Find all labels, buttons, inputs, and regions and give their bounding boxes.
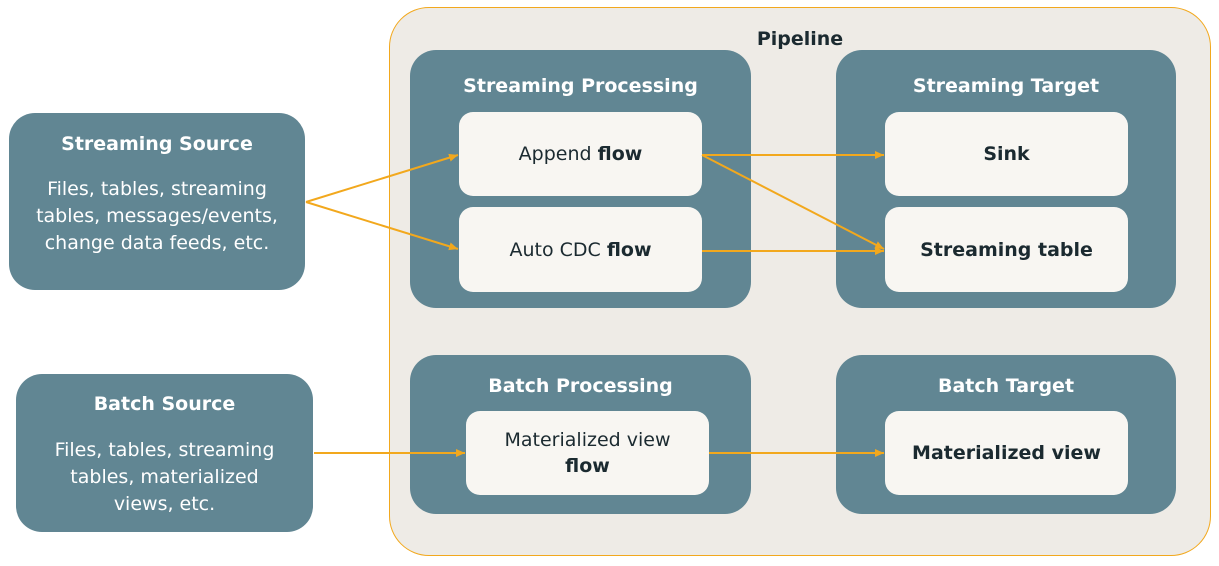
- streaming-source-line: Files, tables, streaming: [47, 178, 267, 200]
- streaming-processing-title: Streaming Processing: [463, 75, 698, 97]
- batch-source-box: Batch Source Files, tables, streaming ta…: [16, 374, 313, 532]
- streaming-source-box: Streaming Source Files, tables, streamin…: [9, 113, 305, 290]
- batch-processing-title: Batch Processing: [488, 375, 673, 397]
- auto-cdc-flow-label: Auto CDC flow: [509, 238, 652, 261]
- batch-source-title: Batch Source: [93, 393, 236, 415]
- batch-target-box: Batch Target Materialized view: [836, 355, 1176, 514]
- batch-target-title: Batch Target: [937, 375, 1075, 397]
- batch-source-line: views, etc.: [113, 493, 216, 515]
- streaming-source-title: Streaming Source: [61, 133, 253, 155]
- batch-source-description: Files, tables, streaming tables, materia…: [16, 437, 313, 518]
- streaming-source-description: Files, tables, streaming tables, message…: [9, 176, 305, 257]
- append-flow-card: Append flow: [459, 112, 702, 196]
- append-flow-label: Append flow: [518, 143, 643, 165]
- batch-processing-box: Batch Processing Materialized view flow: [410, 355, 751, 514]
- materialized-view-flow-card: Materialized view flow: [466, 411, 709, 495]
- materialized-view-flow-bold: flow: [565, 455, 610, 477]
- auto-cdc-flow-card: Auto CDC flow: [459, 207, 702, 292]
- materialized-view-card: Materialized view: [885, 411, 1128, 495]
- streaming-processing-box: Streaming Processing Append flow Auto CD…: [410, 50, 751, 308]
- streaming-table-card: Streaming table: [885, 207, 1128, 292]
- materialized-view-label: Materialized view: [912, 442, 1101, 464]
- batch-source-line: Files, tables, streaming: [54, 439, 275, 461]
- streaming-source-line: change data feeds, etc.: [44, 232, 270, 254]
- pipeline-title: Pipeline: [756, 28, 844, 50]
- materialized-view-flow-label: Materialized view: [504, 429, 671, 451]
- sink-card: Sink: [885, 112, 1128, 196]
- streaming-source-line: tables, messages/events,: [36, 205, 278, 227]
- sink-label: Sink: [983, 143, 1030, 165]
- streaming-target-box: Streaming Target Sink Streaming table: [836, 50, 1176, 308]
- batch-source-line: tables, materialized: [70, 466, 259, 488]
- streaming-table-label: Streaming table: [920, 238, 1093, 261]
- streaming-target-title: Streaming Target: [912, 75, 1100, 97]
